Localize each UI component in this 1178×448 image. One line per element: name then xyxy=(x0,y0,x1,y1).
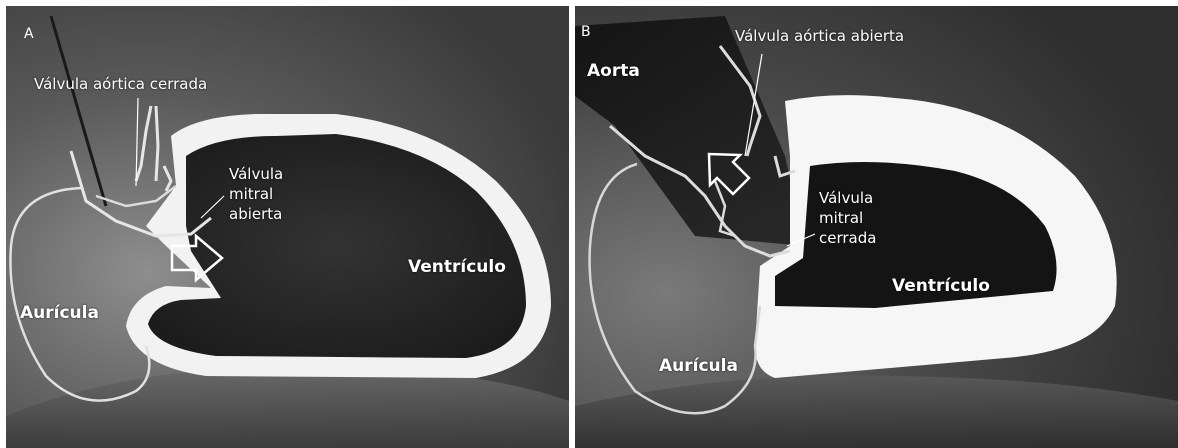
label-ventricle: Ventrículo xyxy=(892,277,990,296)
panel-b: B Aorta Válvula aórtica abierta Válvula … xyxy=(575,6,1178,448)
panel-a: A Válvula aórtica cerrada Válvula mitral… xyxy=(6,6,569,448)
panel-letter: A xyxy=(24,26,34,42)
label-mitral-line-2: mitral xyxy=(819,210,863,227)
label-mitral-line-3: abierta xyxy=(229,206,282,223)
label-atrium: Aurícula xyxy=(659,357,738,376)
label-aortic-valve: Válvula aórtica abierta xyxy=(735,28,904,45)
panel-letter: B xyxy=(581,24,591,40)
label-mitral-line-1: Válvula xyxy=(229,166,283,183)
label-aortic-valve: Válvula aórtica cerrada xyxy=(34,76,207,93)
label-ventricle: Ventrículo xyxy=(408,258,506,277)
panel-b-image xyxy=(575,6,1178,448)
label-mitral-line-2: mitral xyxy=(229,186,273,203)
label-atrium: Aurícula xyxy=(20,304,99,323)
label-mitral-line-1: Válvula xyxy=(819,190,873,207)
label-mitral-line-3: cerrada xyxy=(819,230,876,247)
panel-a-image xyxy=(6,6,569,448)
label-aorta: Aorta xyxy=(587,62,640,81)
